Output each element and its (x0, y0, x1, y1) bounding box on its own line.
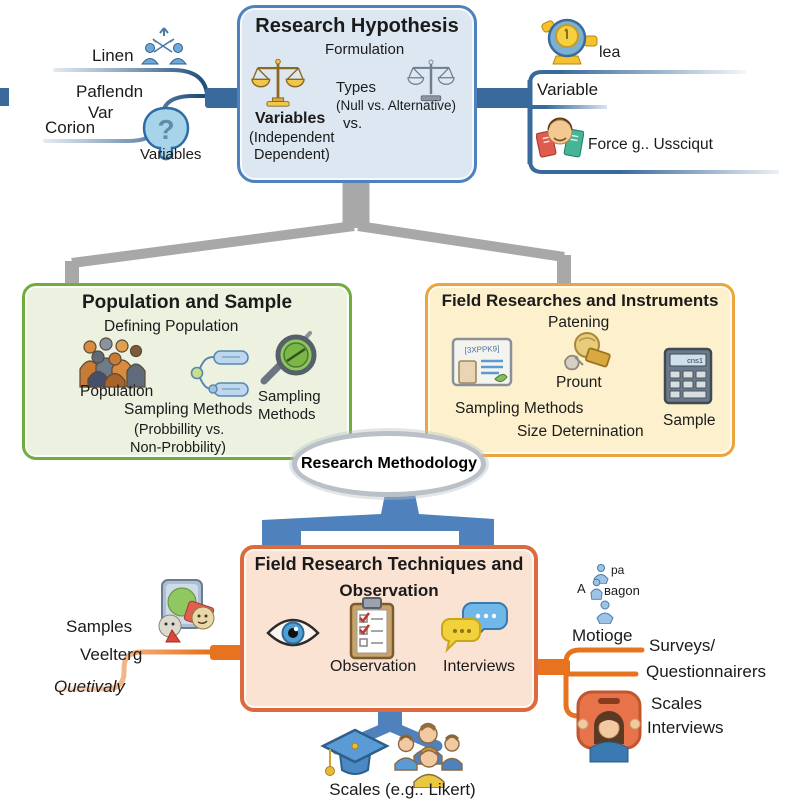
label-abagon-rest: ʙagon (604, 583, 640, 598)
label-pa: pa (611, 563, 625, 577)
center-label: Research Methodology (300, 455, 478, 472)
magnifier-icon (260, 331, 317, 385)
instruments-title: Field Researches and Instruments (441, 291, 719, 310)
tiny-person-icon (590, 578, 603, 600)
label-corion: Corion (45, 118, 96, 137)
survey-board-icon: [3XPPK9] (451, 337, 513, 387)
gold-nugget-icon (564, 332, 611, 371)
label-sampling-methods-orange: Sampling Methods (455, 400, 584, 417)
label-motioge: Motioge (572, 626, 633, 645)
brain-question-icon: ? (142, 106, 190, 161)
label-formulation: Formulation (325, 41, 405, 58)
label-observation: Observation (330, 658, 417, 675)
label-lea: lea (599, 44, 621, 61)
people-arrows-icon (141, 27, 187, 65)
stopwatch-icon (541, 18, 598, 65)
clipboard-checklist-icon (349, 597, 395, 660)
label-veelterg: Veelterg (80, 645, 143, 664)
branch-pills-icon (190, 350, 249, 397)
crowd-icon (79, 337, 146, 388)
label-patlendn: Paflendn (76, 82, 144, 101)
label-non-probability: Non-Probbility) (130, 440, 226, 456)
population-title: Population and Sample (81, 292, 293, 313)
label-linen: Linen (92, 46, 134, 65)
label-var: Var (88, 103, 114, 122)
label-interviews-right: Interviews (647, 718, 724, 737)
techniques-title-line2: Observation (339, 581, 439, 600)
label-questionnairers: Questionnairers (646, 662, 767, 681)
tiny-person-icon (596, 600, 614, 624)
label-quetivaly: Quetivaly (54, 677, 125, 696)
node-research-methodology: Research Methodology (292, 431, 486, 497)
label-defining-population: Defining Population (104, 318, 239, 335)
woman-frame-icon (576, 690, 642, 763)
label-sampling-right-2: Methods (258, 406, 316, 423)
label-vs: vs. (343, 115, 363, 132)
label-probability: (Probbillity vs. (134, 422, 225, 438)
label-independent: (Independent (249, 130, 335, 146)
calculator-icon: cns1 (663, 347, 713, 405)
label-samples: Samples (66, 617, 133, 636)
label-patening: Patening (548, 314, 610, 331)
label-surveys: Surveys/ (649, 636, 716, 655)
svg-text:?: ? (157, 114, 174, 145)
hypothesis-title: Research Hypothesis (255, 15, 459, 37)
label-scales: Scales (651, 694, 703, 713)
label-variable-right: Variable (537, 80, 599, 99)
svg-text:cns1: cns1 (687, 356, 703, 365)
label-variables: Variables (255, 110, 326, 127)
speech-bubbles-icon (440, 602, 508, 653)
label-types: Types (336, 79, 377, 96)
label-prount: Prount (556, 374, 602, 391)
label-abagon-a: A (577, 581, 586, 596)
label-scales-likert: Scales (e.g.. Likert) (329, 780, 476, 799)
label-dependent: Dependent) (254, 147, 330, 163)
balance-scale-gold-icon (251, 58, 305, 107)
graduation-cap-icon (320, 728, 390, 776)
label-population: Population (80, 383, 154, 400)
photo-cards-icon (158, 579, 215, 643)
label-variables-left: Variables (140, 146, 202, 163)
label-size-determination: Size Deternination (517, 423, 644, 440)
techniques-title-line1: Field Research Techniques and (254, 554, 524, 574)
label-sample: Sample (663, 412, 716, 429)
balance-scale-gray-icon (407, 59, 455, 102)
person-cards-icon (536, 117, 584, 158)
label-interviews: Interviews (443, 658, 516, 675)
people-group-icon (394, 722, 463, 788)
label-null-alternative: (Null vs. Alternative) (336, 98, 457, 113)
node-research-hypothesis: Research Hypothesis (237, 5, 477, 183)
label-force-ussciqut: Force g.. Ussciqut (588, 136, 713, 153)
label-sampling-methods-green: Sampling Methods (124, 401, 253, 418)
svg-text:[3XPPK9]: [3XPPK9] (464, 344, 499, 355)
eye-icon (266, 618, 320, 647)
label-sampling-right-1: Sampling (258, 388, 321, 405)
